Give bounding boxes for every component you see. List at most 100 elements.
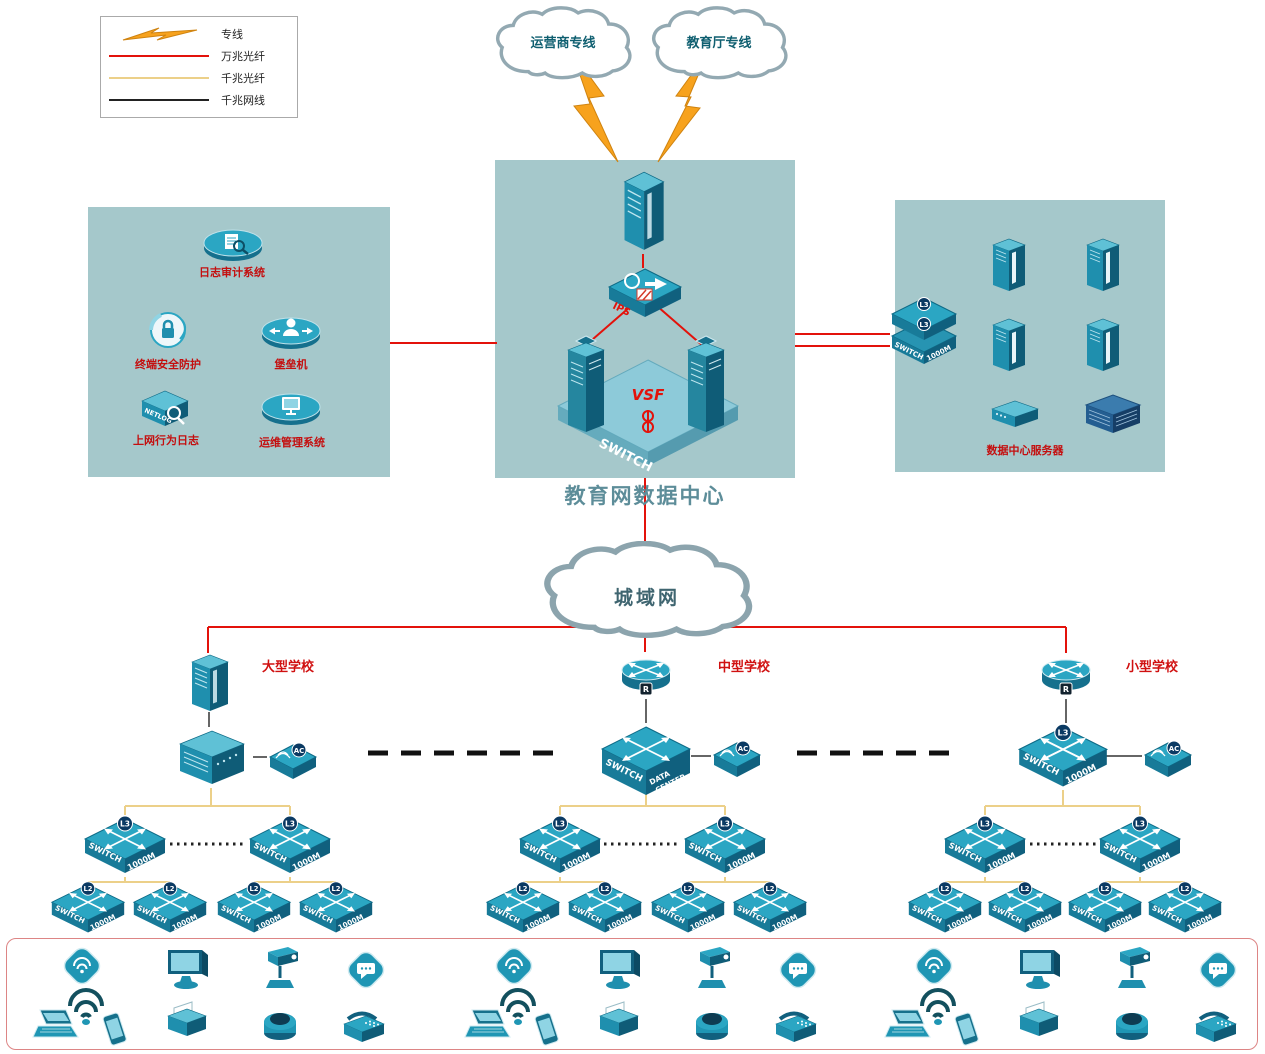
ops-mgmt-icon bbox=[258, 386, 324, 436]
education-cloud: 教育厅专线 bbox=[643, 6, 795, 82]
svg-text:L2: L2 bbox=[765, 885, 774, 893]
carrier-cloud-label: 运营商专线 bbox=[530, 35, 596, 51]
desktop-monitor-icon bbox=[162, 946, 212, 996]
core-server-device bbox=[618, 168, 668, 258]
svg-text:VSF: VSF bbox=[632, 386, 665, 404]
datacenter-server bbox=[1082, 236, 1124, 298]
legend: 专线 万兆光纤 千兆光纤 千兆网线 bbox=[100, 16, 298, 118]
large-school-label: 大型学校 bbox=[262, 660, 315, 675]
small-school-ac-controller: AC bbox=[1141, 736, 1195, 786]
bastion-host-label: 堡垒机 bbox=[274, 358, 308, 371]
svg-text:L2: L2 bbox=[940, 885, 949, 893]
lightning-icon bbox=[122, 27, 198, 41]
wlan-ap-icon bbox=[910, 944, 958, 992]
dome-camera-icon bbox=[1110, 1002, 1154, 1046]
legend-label: 万兆光纤 bbox=[221, 50, 265, 63]
svg-text:L2: L2 bbox=[331, 885, 340, 893]
datacenter-server bbox=[988, 236, 1030, 298]
storage-array bbox=[984, 398, 1046, 434]
wifi-signal-icon bbox=[912, 984, 964, 1030]
wifi-signal-icon bbox=[492, 984, 544, 1030]
svg-text:L3: L3 bbox=[980, 820, 990, 829]
ptz-camera-icon bbox=[258, 944, 306, 996]
education-cloud-label: 教育厅专线 bbox=[686, 35, 752, 51]
chat-terminal-icon bbox=[774, 948, 822, 996]
wlan-ap-icon bbox=[58, 944, 106, 992]
yellow-line-sample bbox=[109, 77, 209, 79]
small-school-router: R bbox=[1039, 650, 1093, 704]
netlog-label: 上网行为日志 bbox=[133, 434, 199, 447]
svg-text:L3: L3 bbox=[919, 321, 928, 329]
printer-icon bbox=[162, 1000, 212, 1044]
legend-label: 千兆光纤 bbox=[221, 72, 265, 85]
smartphone-icon bbox=[530, 1010, 564, 1054]
svg-text:AC: AC bbox=[294, 747, 305, 755]
svg-text:AC: AC bbox=[1169, 745, 1180, 753]
svg-text:L2: L2 bbox=[165, 885, 174, 893]
svg-text:L2: L2 bbox=[600, 885, 609, 893]
man-cloud: 城域网 bbox=[531, 541, 763, 641]
small-school-label: 小型学校 bbox=[1126, 660, 1179, 675]
laptop-icon bbox=[878, 1008, 932, 1046]
desktop-monitor-icon bbox=[1014, 946, 1064, 996]
medium-school-ac-controller: AC bbox=[710, 736, 764, 786]
man-cloud-label: 城域网 bbox=[613, 587, 680, 609]
datacenter-servers-label: 数据中心服务器 bbox=[986, 444, 1064, 457]
laptop-icon bbox=[458, 1008, 512, 1046]
red-line-sample bbox=[109, 55, 209, 57]
svg-text:L3: L3 bbox=[1058, 728, 1069, 738]
wlan-ap-icon bbox=[490, 944, 538, 992]
netlog-icon: NETLOG bbox=[132, 386, 198, 438]
datacenter-server bbox=[988, 316, 1030, 378]
svg-text:L3: L3 bbox=[919, 301, 928, 309]
legend-row-dedicated-line: 专线 bbox=[109, 26, 289, 42]
lightning-bolts bbox=[571, 51, 709, 163]
fax-phone-icon bbox=[336, 1008, 388, 1050]
large-school-ac-controller: AC bbox=[266, 738, 320, 788]
svg-text:L2: L2 bbox=[1100, 885, 1109, 893]
printer-icon bbox=[594, 1000, 644, 1044]
printer-icon bbox=[1014, 1000, 1064, 1044]
desktop-monitor-icon bbox=[594, 946, 644, 996]
svg-text:L2: L2 bbox=[1020, 885, 1029, 893]
endpoint-security-icon bbox=[138, 306, 198, 360]
endpoint-security-label: 终端安全防护 bbox=[135, 358, 201, 371]
svg-text:L2: L2 bbox=[83, 885, 92, 893]
svg-text:L3: L3 bbox=[1135, 820, 1145, 829]
dome-camera-icon bbox=[690, 1002, 734, 1046]
smartphone-icon bbox=[98, 1010, 132, 1054]
legend-label: 千兆网线 bbox=[221, 94, 265, 107]
svg-text:L2: L2 bbox=[518, 885, 527, 893]
legend-row-10g-fiber: 万兆光纤 bbox=[109, 48, 289, 64]
wifi-signal-icon bbox=[60, 984, 112, 1030]
chat-terminal-icon bbox=[1194, 948, 1242, 996]
carrier-cloud: 运营商专线 bbox=[487, 6, 639, 82]
large-school-gateway bbox=[186, 652, 232, 718]
svg-text:L3: L3 bbox=[555, 820, 565, 829]
svg-text:R: R bbox=[1063, 685, 1069, 694]
log-audit-icon bbox=[200, 222, 266, 272]
svg-text:L2: L2 bbox=[249, 885, 258, 893]
fax-phone-icon bbox=[1188, 1008, 1240, 1050]
large-school-core-switch bbox=[170, 726, 254, 794]
svg-text:L2: L2 bbox=[683, 885, 692, 893]
svg-text:L2: L2 bbox=[1180, 885, 1189, 893]
svg-text:AC: AC bbox=[738, 745, 749, 753]
chat-terminal-icon bbox=[342, 948, 390, 996]
